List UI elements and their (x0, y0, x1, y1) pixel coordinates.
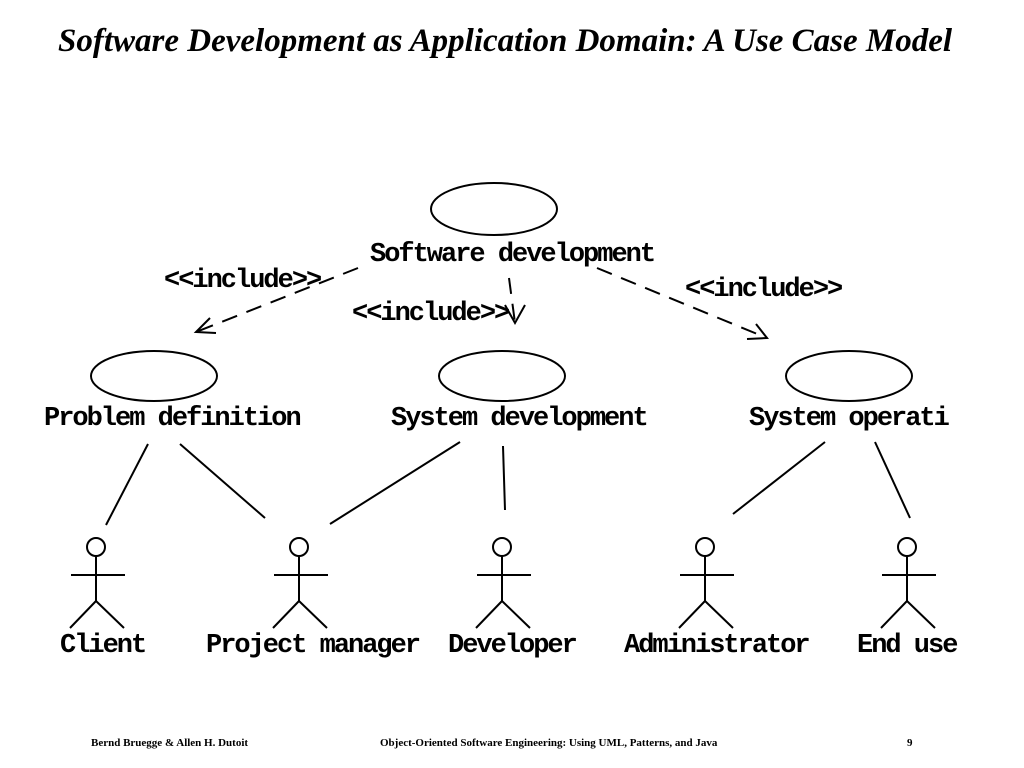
actor-administrator-label: Administrator (624, 631, 809, 661)
association-sysop-administrator (732, 441, 826, 515)
actor-developer-label: Developer (448, 631, 577, 661)
include-arrow-middle (504, 277, 526, 326)
include-label-middle: <<include>> (352, 299, 509, 329)
footer-authors: Bernd Bruegge & Allen H. Dutoit (91, 737, 249, 749)
association-problem-manager (179, 443, 266, 519)
include-label-right: <<include>> (685, 275, 842, 305)
actor-developer-figure (475, 537, 531, 629)
include-label-left: <<include>> (164, 266, 321, 296)
use-case-software-development-ellipse (430, 182, 558, 236)
association-sysdev-manager (329, 441, 461, 525)
use-case-system-operation-ellipse (785, 350, 913, 402)
include-arrow-right (596, 267, 769, 340)
actor-end-user-label: End use (857, 631, 957, 661)
actor-end-user-figure (880, 537, 936, 629)
use-case-problem-definition-label: Problem definition (44, 404, 300, 434)
actor-project-manager-figure (272, 537, 328, 629)
use-case-software-development-label: Software development (370, 240, 654, 270)
include-arrow-left (193, 267, 359, 334)
use-case-system-development-label: System development (391, 404, 647, 434)
slide-title: Software Development as Application Doma… (58, 23, 953, 59)
footer-book-title: Object-Oriented Software Engineering: Us… (380, 737, 718, 749)
actor-project-manager-label: Project manager (206, 631, 420, 661)
use-case-problem-definition-ellipse (90, 350, 218, 402)
association-sysdev-developer (502, 445, 506, 511)
use-case-system-operation-label: System operati (749, 404, 950, 434)
association-sysop-enduser (874, 441, 911, 519)
actor-client-figure (69, 537, 125, 629)
association-problem-client (105, 443, 149, 526)
use-case-system-development-ellipse (438, 350, 566, 402)
actor-client-label: Client (60, 631, 145, 661)
footer-page-number: 9 (907, 737, 913, 749)
actor-administrator-figure (678, 537, 734, 629)
